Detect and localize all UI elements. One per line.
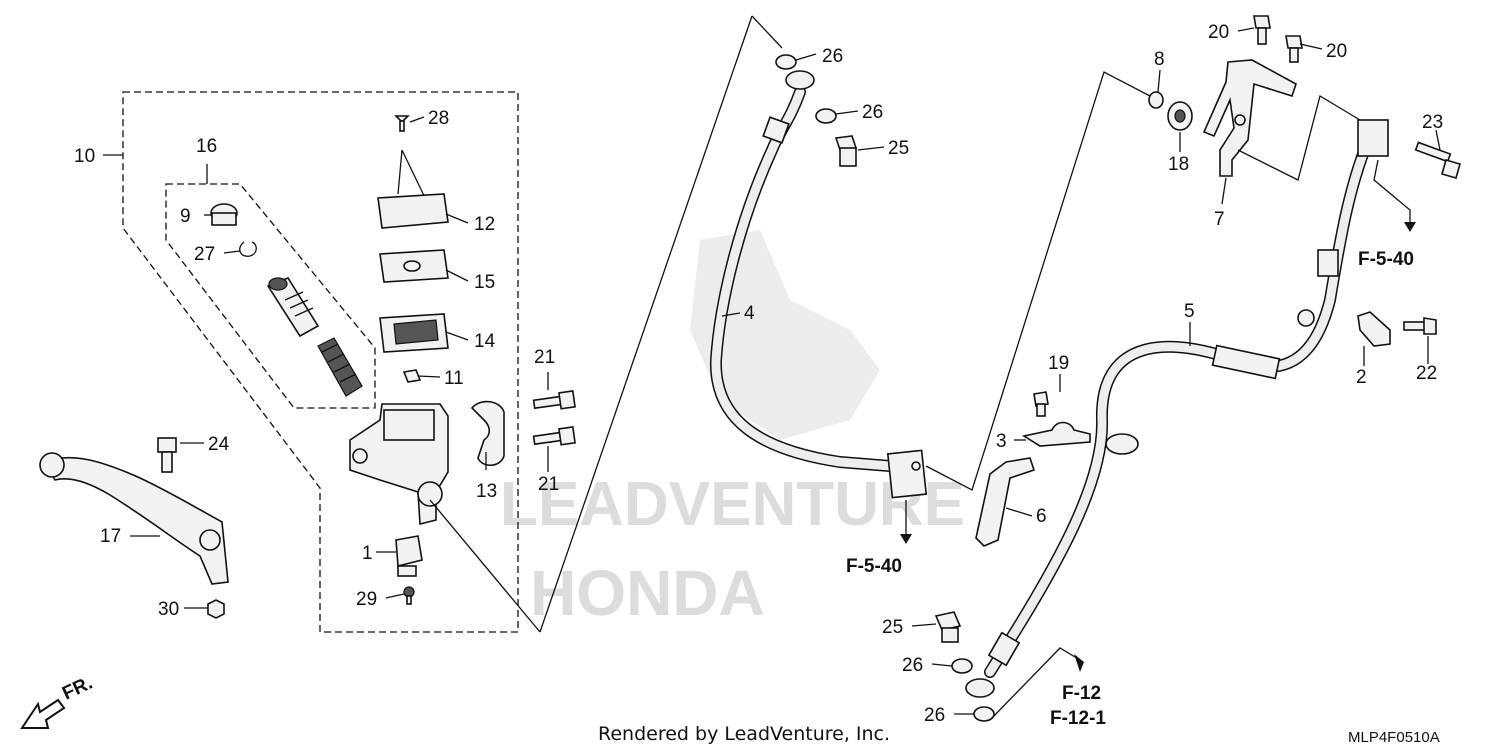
front-direction-arrow: FR. <box>20 673 96 729</box>
handlebar-holder <box>470 400 505 467</box>
stay-bolt-left <box>1253 15 1271 45</box>
front-direction-label: FR. <box>59 673 96 705</box>
group-16-boundary <box>165 183 376 409</box>
brake-lever <box>39 452 229 585</box>
oil-bolt-bottom <box>934 611 962 643</box>
callout-29: 29 <box>356 589 377 610</box>
ref-arrowhead-f12 <box>1074 654 1084 672</box>
ref-label-f-5-40-lower: F-5-40 <box>846 556 902 577</box>
callout-14: 14 <box>474 331 496 352</box>
callout-17: 17 <box>100 526 121 547</box>
grommet <box>1167 101 1193 131</box>
group-10-boundary <box>122 91 519 633</box>
ref-arrowhead-upper <box>1404 222 1416 232</box>
callout-20-right: 20 <box>1326 41 1347 62</box>
callout-25-top: 25 <box>888 138 909 159</box>
callout-30: 30 <box>158 599 179 620</box>
collar <box>1148 91 1164 109</box>
ref-arrowhead-lower <box>900 534 912 544</box>
brake-switch <box>395 535 423 577</box>
callout-28: 28 <box>428 108 449 129</box>
link-cyl-to-hose <box>429 15 783 633</box>
piston-boot <box>210 203 238 226</box>
ref-arrow-upper <box>1373 159 1411 228</box>
switch-screw <box>403 586 415 605</box>
holder-bolt-upper <box>532 390 576 410</box>
diagram-code: MLP4F0510A <box>1348 729 1440 746</box>
diaphragm <box>379 313 449 353</box>
callout-25-bottom: 25 <box>882 617 903 638</box>
callout-24: 24 <box>208 434 230 455</box>
ref-label-f-12: F-12 <box>1062 683 1101 704</box>
stay-bolt-right <box>1285 35 1303 63</box>
master-cylinder-body <box>349 403 449 526</box>
oil-bolt-top <box>834 135 858 167</box>
sealing-washer-bottom-1 <box>951 658 973 674</box>
watermark-brand: HONDA <box>530 557 765 629</box>
hose-joint-bolt <box>1414 141 1461 179</box>
holder-bolt-lower <box>532 426 576 446</box>
reservoir-screw <box>394 115 410 132</box>
callout-9: 9 <box>180 206 191 227</box>
piston-spring <box>317 337 363 397</box>
upper-brake-hose <box>709 70 928 499</box>
lever-pivot-bolt <box>157 437 177 473</box>
callout-1: 1 <box>362 543 373 564</box>
sealing-washer-top-1 <box>775 54 797 70</box>
callout-6: 6 <box>1036 506 1047 527</box>
callout-26-top-2: 26 <box>862 102 883 123</box>
rendered-by-footer: Rendered by LeadVenture, Inc. <box>598 723 890 745</box>
callout-2: 2 <box>1356 367 1367 388</box>
callout-11: 11 <box>444 368 464 389</box>
callout-4: 4 <box>744 303 755 324</box>
callout-3: 3 <box>996 431 1007 452</box>
callout-7: 7 <box>1214 209 1225 230</box>
callout-19: 19 <box>1048 353 1069 374</box>
link-hose-to-f12 <box>989 647 1081 721</box>
callout-5: 5 <box>1184 301 1195 322</box>
callout-15: 15 <box>474 272 495 293</box>
callout-26-top-1: 26 <box>822 46 843 67</box>
watermark: LEADVENTURE HONDA <box>500 230 965 629</box>
watermark-dealer: LEADVENTURE <box>500 470 965 539</box>
callout-leaders <box>130 27 1441 715</box>
guide-bolt <box>1033 391 1049 417</box>
lever-nut <box>207 599 225 619</box>
reservoir-cap <box>377 193 449 229</box>
callout-21-upper: 21 <box>534 347 555 368</box>
link-joint-to-grommet <box>925 71 1151 491</box>
plate-ring <box>403 260 421 272</box>
callout-13: 13 <box>476 481 497 502</box>
callout-labels: 1 2 3 4 5 6 7 8 9 10 11 12 13 14 15 16 1… <box>74 22 1443 726</box>
hose-guide-clamp <box>1021 421 1091 447</box>
callout-12: 12 <box>474 214 495 235</box>
clamp-bolt <box>1403 317 1437 335</box>
callout-21-lower: 21 <box>538 474 559 495</box>
callout-26-bottom-2: 26 <box>924 705 945 726</box>
callout-23: 23 <box>1422 112 1443 133</box>
callout-16: 16 <box>196 136 217 157</box>
callout-26-bottom-1: 26 <box>902 655 923 676</box>
hose-stay-upper <box>1202 59 1297 177</box>
sealing-washer-top-2 <box>815 108 837 124</box>
lower-brake-hose <box>965 119 1389 698</box>
ref-label-f-12-1: F-12-1 <box>1050 708 1106 729</box>
hose-clamp <box>1357 311 1391 347</box>
ref-label-f-5-40-upper: F-5-40 <box>1358 249 1414 270</box>
callout-8: 8 <box>1154 49 1165 70</box>
link-stay-to-hose <box>1237 94 1361 181</box>
hose-stay-lower <box>975 457 1036 547</box>
snap-ring <box>239 241 257 257</box>
reservoir-clip <box>402 369 422 383</box>
piston <box>266 277 320 338</box>
callout-18: 18 <box>1168 154 1189 175</box>
callout-22: 22 <box>1416 363 1437 384</box>
callout-27: 27 <box>194 244 215 265</box>
callout-10: 10 <box>74 146 95 167</box>
callout-20-left: 20 <box>1208 22 1229 43</box>
